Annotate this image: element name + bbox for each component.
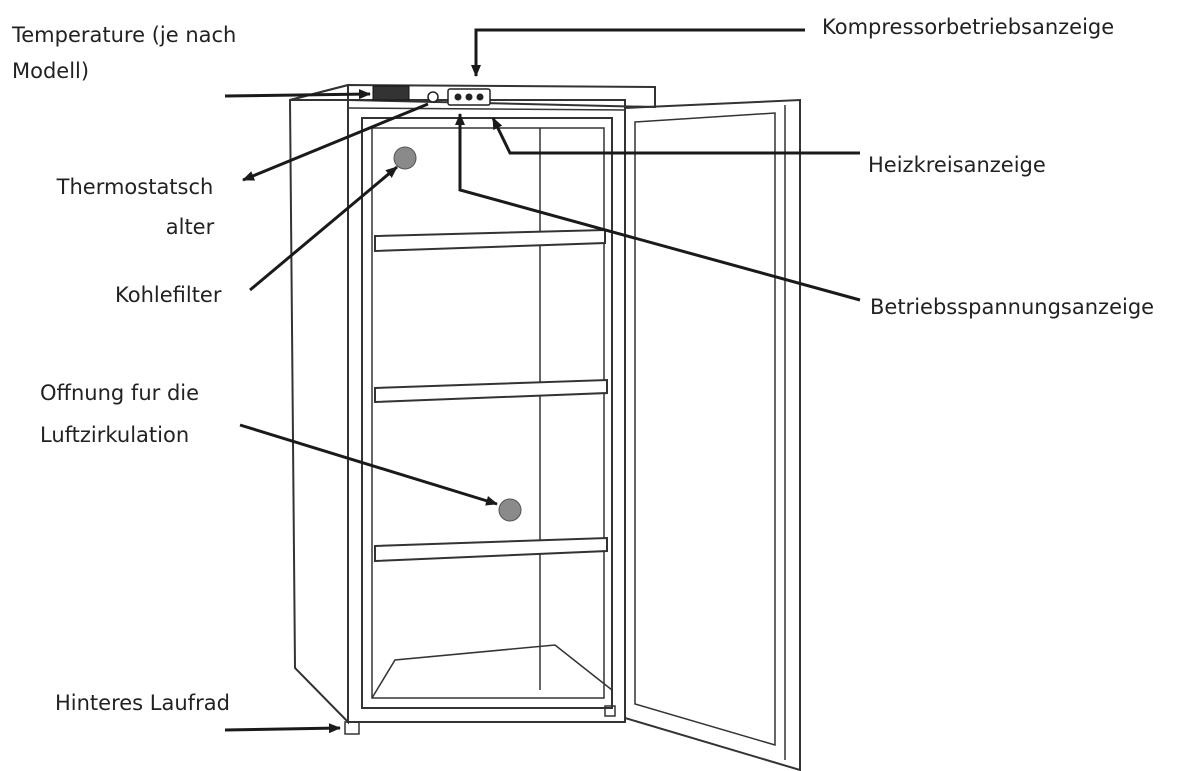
cabinet-back-wall (371, 127, 605, 699)
shelf-middle (374, 378, 608, 404)
label-kompressor: Kompressorbetriebsanzeige (822, 15, 1115, 39)
arrow-betriebsspannung (455, 113, 861, 302)
shelf-top (374, 228, 606, 253)
label-temperature-line1: Temperature (je nach (12, 23, 237, 47)
label-betriebsspannung: Betriebsspannungsanzeige (870, 295, 1155, 319)
rear-caster (344, 721, 360, 735)
arrow-heizkreis (491, 117, 860, 155)
cabinet (288, 83, 656, 735)
cabinet-inner-opening (361, 117, 613, 709)
control-panel (372, 85, 491, 106)
open-door (624, 98, 801, 771)
label-heizkreis: Heizkreisanzeige (868, 153, 1046, 177)
indicator-light-2 (465, 93, 473, 101)
label-temperature-line2: Modell) (12, 59, 90, 83)
shelves (374, 228, 608, 563)
cabinet-top (289, 83, 656, 109)
indicator-light-3 (476, 93, 484, 101)
thermostat-knob (427, 91, 439, 103)
door-inner (634, 112, 776, 747)
label-kohlefilter: Kohlefilter (115, 283, 222, 307)
arrow-thermostat (242, 102, 429, 182)
arrow-laufrad (224, 723, 341, 734)
label-offnung-line2: Luftzirkulation (40, 423, 190, 447)
indicator-light-1 (454, 93, 462, 101)
shelf-lower (374, 536, 608, 563)
label-laufrad: Hinteres Laufrad (55, 691, 230, 715)
cabinet-left-side (288, 83, 349, 725)
arrow-kohlefilter (249, 165, 398, 292)
cabinet-front-frame (347, 99, 626, 723)
temperature-display (372, 85, 410, 101)
air-circulation-opening (498, 498, 522, 522)
arrow-offnung (239, 423, 498, 506)
label-thermostat-line1: Thermostatsch (56, 175, 214, 199)
arrow-kompressor (471, 28, 805, 77)
carbon-filter (393, 146, 417, 170)
label-offnung-line1: Offnung fur die (40, 381, 200, 405)
leader-lines (224, 28, 861, 734)
label-thermostat-line2: alter (165, 215, 215, 239)
door-outer (624, 98, 801, 771)
arrow-temperature (224, 89, 371, 100)
